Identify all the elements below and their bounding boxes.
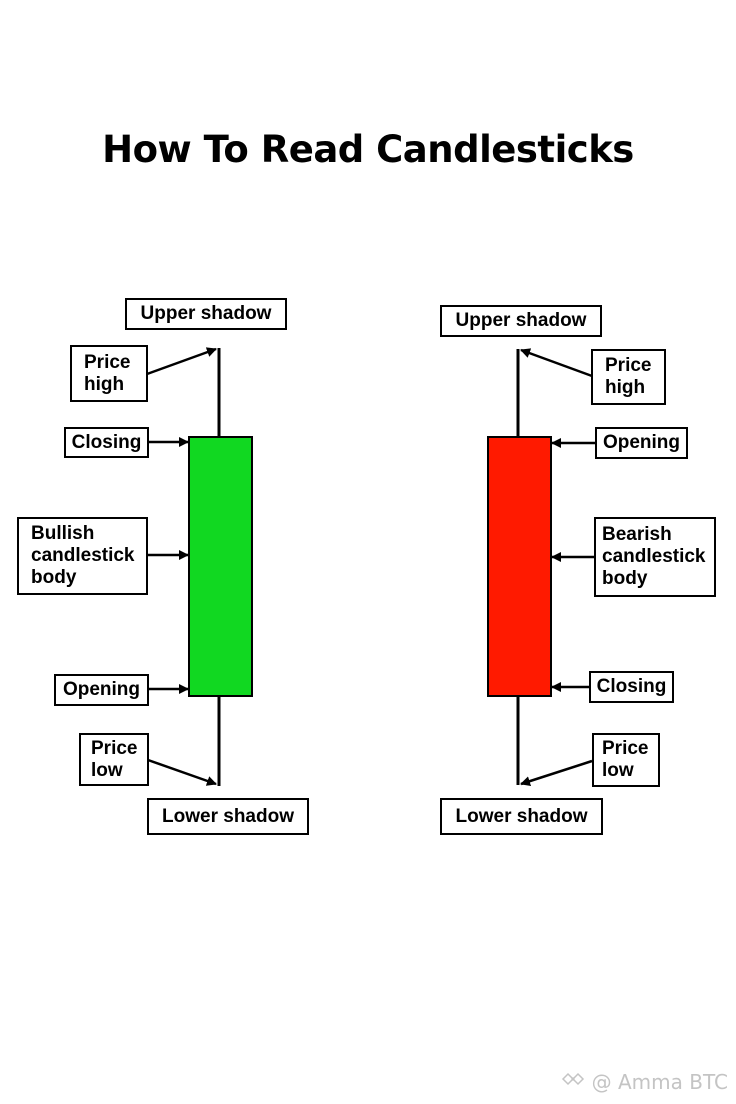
bullish-body-label: Bullish candlestick body [17,517,148,595]
bearish-price-high-arrow [520,348,593,378]
bearish-closing-label: Closing [589,671,674,703]
watermark-text: @ Amma BTC [591,1069,728,1094]
bearish-price-low-arrow [520,759,593,786]
bullish-upper-shadow-label: Upper shadow [125,298,287,330]
bullish-price-high-arrow [146,347,217,376]
bullish-price-low-arrow [147,758,217,786]
bearish-price-high-label: Price high [591,349,666,405]
bearish-upper-shadow-label: Upper shadow [440,305,602,337]
bullish-candle-body [188,436,253,697]
bearish-candle-body [487,436,552,697]
bullish-opening-label: Opening [54,674,149,706]
bearish-body-label: Bearish candlestick body [594,517,716,597]
bearish-price-low-label: Price low [592,733,660,787]
bullish-price-low-label: Price low [79,733,149,786]
bearish-opening-label: Opening [595,427,688,459]
bearish-lower-shadow-label: Lower shadow [440,798,603,835]
watermark: @ Amma BTC [558,1069,728,1094]
bullish-closing-label: Closing [64,427,149,458]
diamond-logo-icon [558,1069,588,1094]
bullish-price-high-label: Price high [70,345,148,402]
bullish-lower-shadow-label: Lower shadow [147,798,309,835]
page-title: How To Read Candlesticks [102,128,634,171]
